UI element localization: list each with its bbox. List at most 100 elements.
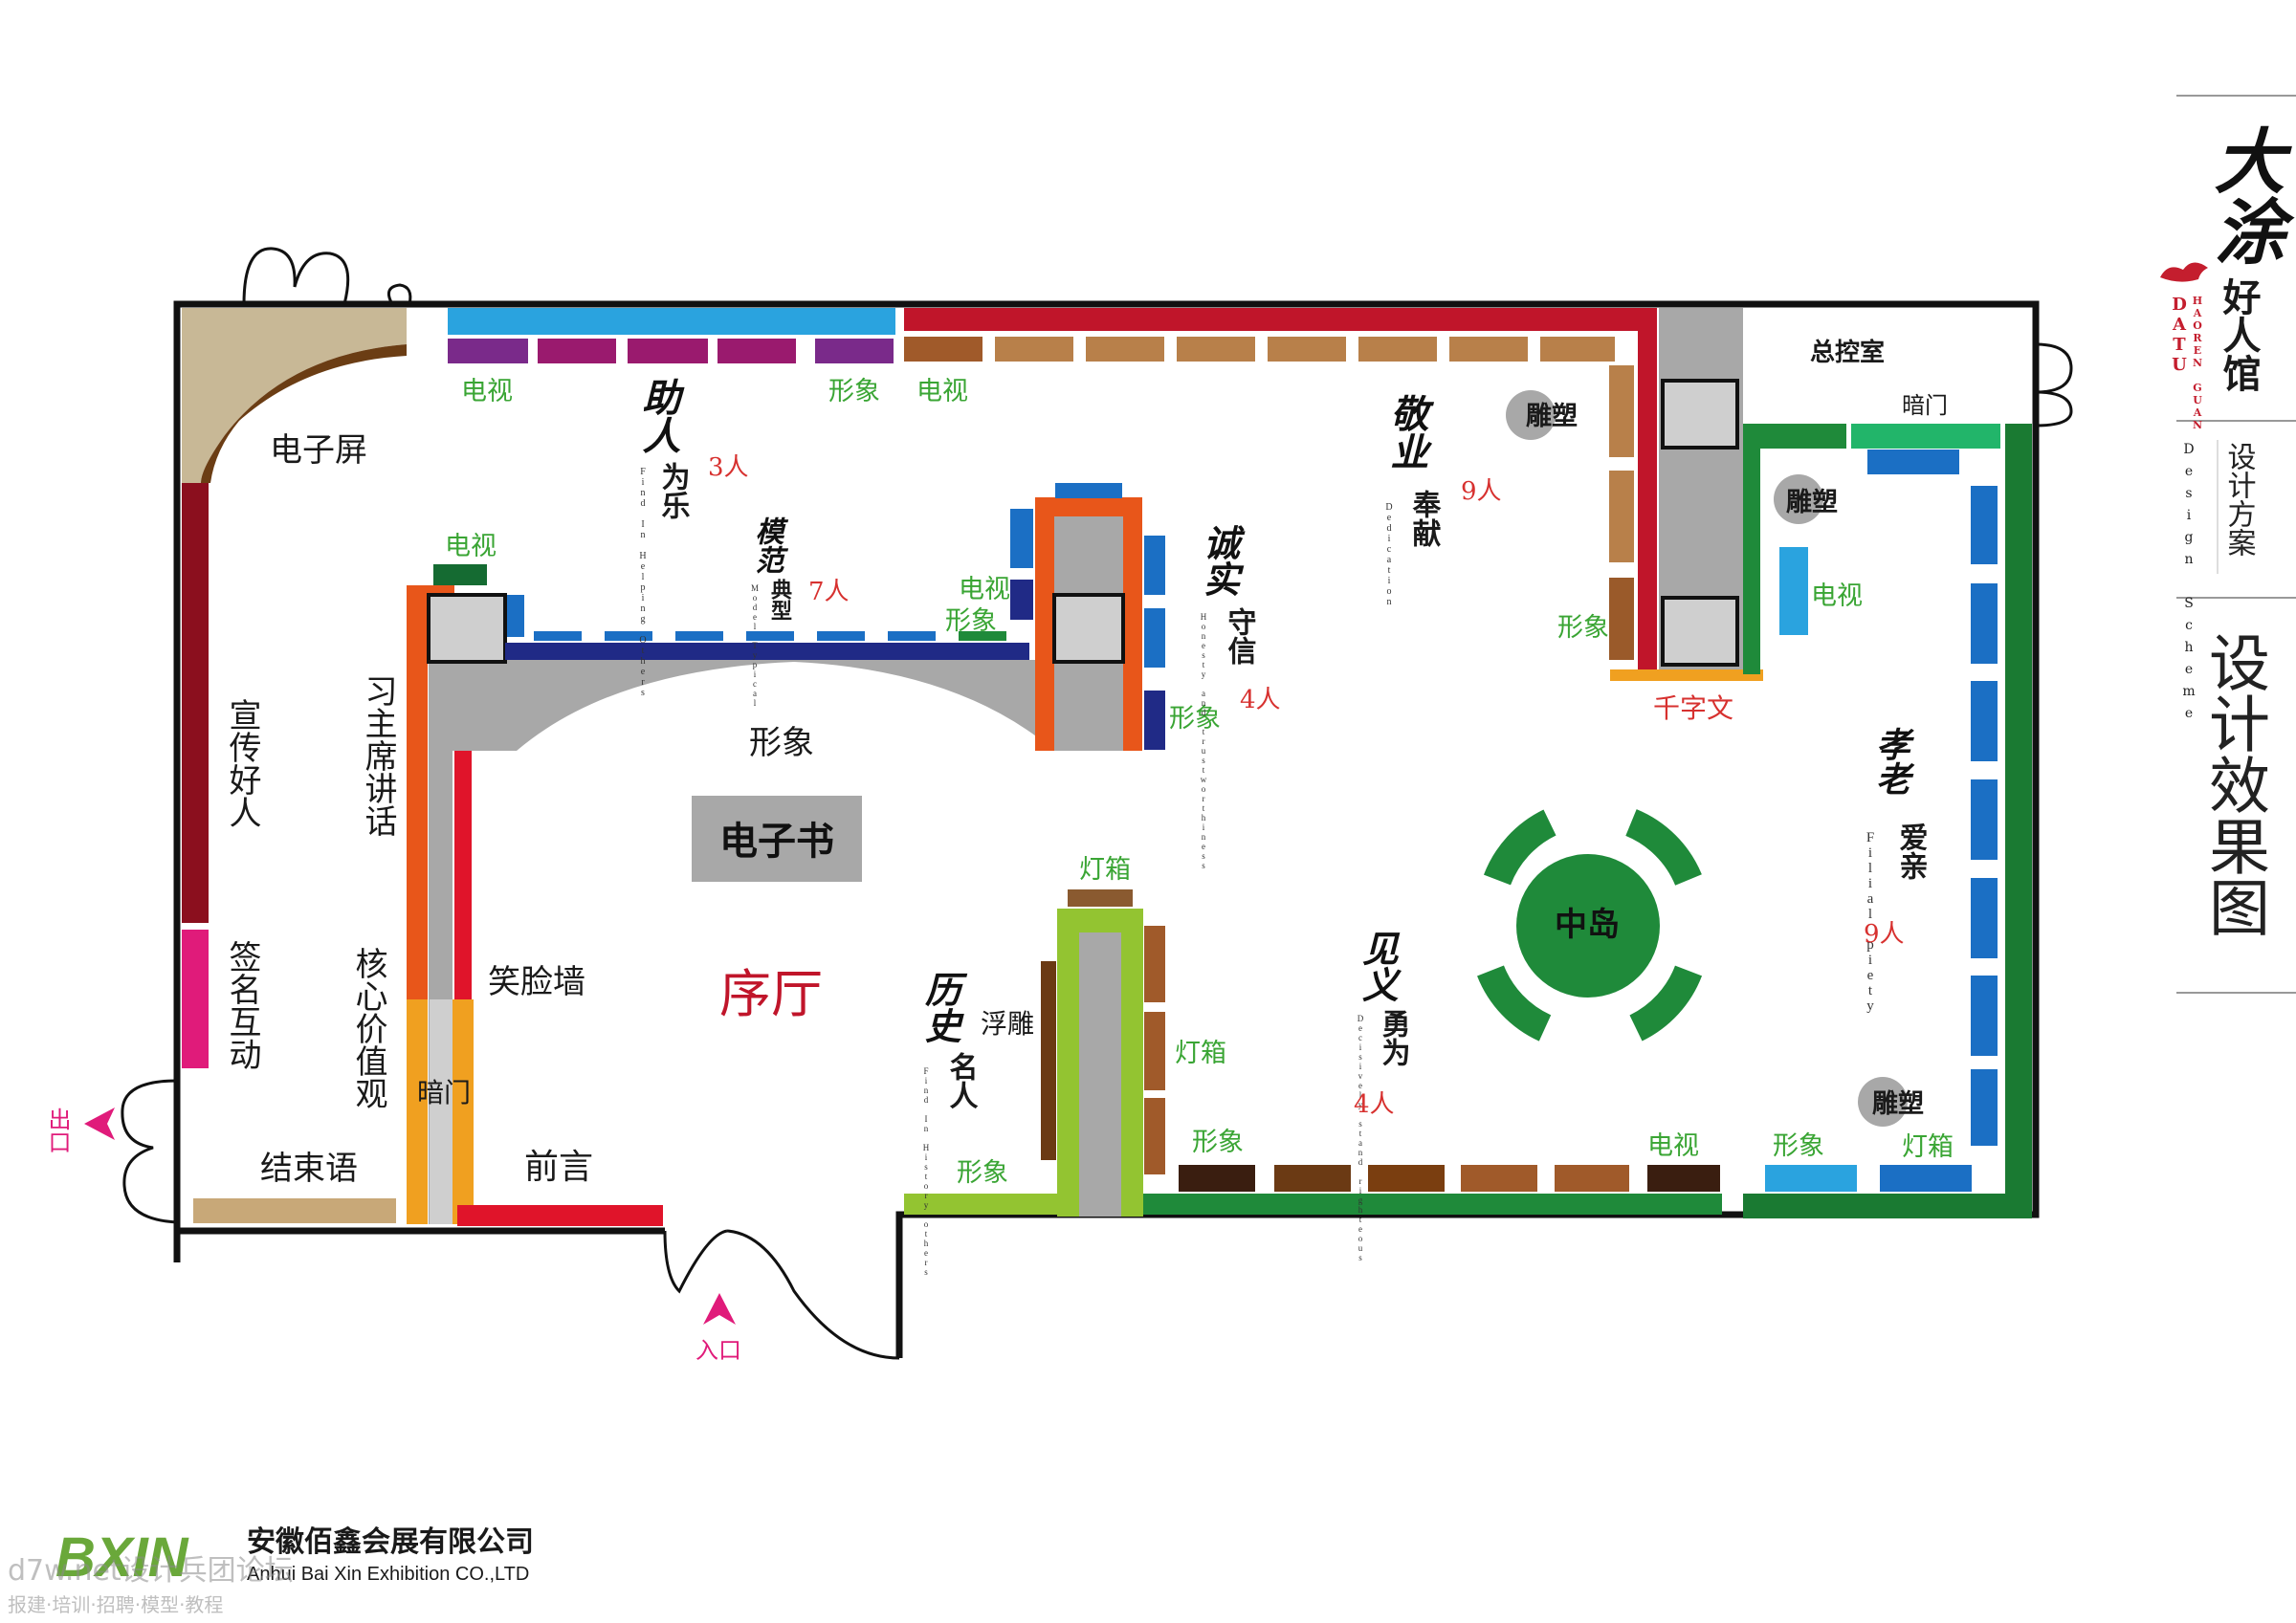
zone-relief: 浮雕: [981, 1008, 1034, 1040]
theme-small-filial: 爱亲: [1894, 822, 1929, 880]
label-image-6: 形象: [957, 1158, 1008, 1188]
model-navy-band: [505, 643, 1029, 660]
right-tv-panel: [1779, 547, 1808, 635]
dedication-brown-panels: [1609, 365, 1634, 660]
label-exit: 出口: [44, 1108, 71, 1153]
electronic-screen-panel: [182, 308, 407, 483]
theme-count-model: 7人: [808, 578, 850, 606]
right-blue-panels: [1867, 450, 1998, 1146]
honesty-top-blue: [1055, 483, 1122, 498]
theme-small-honesty: 守信: [1223, 607, 1257, 665]
theme-big-honesty: 诚实: [1198, 524, 1241, 597]
outer-walls: [173, 300, 2040, 1358]
promote-panel: [182, 483, 209, 923]
theme-big-history: 历史: [918, 971, 962, 1043]
dedication-red-vertical: [1638, 308, 1657, 669]
company-name-cn: 安徽佰鑫会展有限公司: [247, 1525, 534, 1559]
theme-en-model: Model Typical: [750, 583, 760, 708]
theme-count-filial: 9人: [1864, 920, 1905, 949]
door-entrance: [663, 1229, 900, 1360]
brand-logo-en1: DATU: [2170, 295, 2190, 375]
theme-en-helping: Find In Helping Others: [638, 467, 649, 698]
company-name-en: Anhui Bai Xin Exhibition CO.,LTD: [247, 1564, 529, 1585]
model-tv-green: [959, 631, 1006, 641]
brand-logo-en2: HAOREN GUAN: [2192, 295, 2204, 431]
sculpture-circle-3: [1858, 1077, 1908, 1127]
theme-big-brave: 见义: [1357, 930, 1400, 1002]
ebook-box: [692, 796, 862, 882]
exit-arrow: [84, 1108, 115, 1140]
label-sculpture-1: 雕塑: [1526, 402, 1578, 431]
label-tv-1: 电视: [461, 377, 513, 406]
ending-panel: [193, 1198, 396, 1223]
history-lime-bottom: [904, 1194, 1065, 1215]
central-island: [1516, 854, 1660, 998]
entrance-arrow: [703, 1293, 736, 1325]
label-tv-6: 电视: [1647, 1131, 1699, 1161]
zone-lobby: 序厅: [719, 964, 823, 1024]
top-brown-panels: [904, 337, 1615, 362]
history-gray-center: [1079, 932, 1121, 1217]
label-entrance: 入口: [695, 1337, 741, 1364]
brand-effect-title: 设计效果图: [2198, 631, 2269, 937]
theme-en-history: Find In History others: [921, 1066, 931, 1277]
electronic-screen-edge: [201, 344, 407, 483]
company-logo: BXIN: [55, 1526, 189, 1589]
left-amber-strip-2: [453, 999, 474, 1224]
bottom-green-wall: [1743, 1194, 2032, 1218]
honesty-pillar: [1052, 593, 1125, 664]
label-image-7: 形象: [1773, 1131, 1824, 1161]
label-image-4: 形象: [1557, 613, 1609, 643]
theme-en-honesty: Honesty and trustworthiness: [1199, 612, 1208, 870]
sign-panel: [182, 930, 209, 1068]
top-blue-strip: [448, 308, 895, 335]
theme-en-brave: Decisively stand righteous: [1356, 1014, 1365, 1262]
theme-en-filial: Filial piety: [1863, 830, 1878, 1014]
zone-core-values: 核心价值观: [349, 947, 387, 1109]
zone-sign-interact: 签名互动: [223, 940, 261, 1070]
theme-small-history: 名人: [944, 1052, 979, 1109]
top-purple-tv: [448, 339, 894, 363]
label-image-5: 形象: [1192, 1128, 1244, 1157]
brand-logo-title: 大涂: [2202, 124, 2285, 266]
history-relief: [1041, 961, 1056, 1160]
history-lightbox-top: [1068, 889, 1133, 907]
label-image-2: 形象: [945, 606, 997, 636]
zone-promote-good-people: 宣传好人: [223, 698, 261, 828]
right-green-wall: [2005, 424, 2032, 1217]
pillar-left: [427, 593, 507, 664]
label-image-1: 形象: [828, 377, 880, 406]
door-top-left: [242, 247, 412, 305]
theme-big-dedication: 敬业: [1384, 394, 1429, 471]
label-sculpture-2: 雕塑: [1786, 488, 1838, 517]
sculpture-circle-2: [1774, 474, 1823, 524]
zone-chairman-speech: 习主席讲话: [359, 674, 397, 837]
theme-count-honesty: 4人: [1240, 686, 1281, 714]
label-tv-4: 电视: [959, 575, 1010, 604]
pillar-2: [1661, 596, 1739, 667]
theme-big-filial: 孝老: [1870, 727, 1910, 796]
zone-electronic-screen: 电子屏: [270, 431, 367, 470]
central-arch-wall: [429, 660, 1121, 751]
thousand-char-strip: [1610, 669, 1763, 681]
zone-control-room: 总控室: [1810, 338, 1885, 367]
zone-hidden-door-right: 暗门: [1902, 392, 1948, 419]
zone-preface: 前言: [524, 1148, 593, 1187]
brand-design-scheme-cn: 设计方案: [2222, 442, 2256, 557]
theme-small-helping: 为乐: [656, 462, 691, 519]
right-green-strip-top: [1851, 424, 2000, 449]
theme-small-model: 典型: [767, 579, 792, 621]
theme-big-model: 模范: [750, 516, 784, 574]
theme-count-helping: 3人: [708, 453, 749, 482]
theme-count-brave: 4人: [1354, 1090, 1395, 1119]
brand-design-scheme-en: Design Scheme: [2181, 442, 2197, 728]
label-lightbox-2: 灯箱: [1175, 1039, 1226, 1068]
zone-image-center: 形象: [749, 724, 814, 762]
theme-big-helping: 助人: [636, 378, 681, 454]
zone-thousand-char: 千字文: [1653, 692, 1733, 724]
label-tv-3: 电视: [445, 532, 497, 561]
watermark: d7w.net设计兵团论坛: [8, 1554, 294, 1588]
bottom-right-blue-1: [1765, 1165, 1857, 1192]
theme-small-brave: 勇为: [1377, 1009, 1411, 1066]
